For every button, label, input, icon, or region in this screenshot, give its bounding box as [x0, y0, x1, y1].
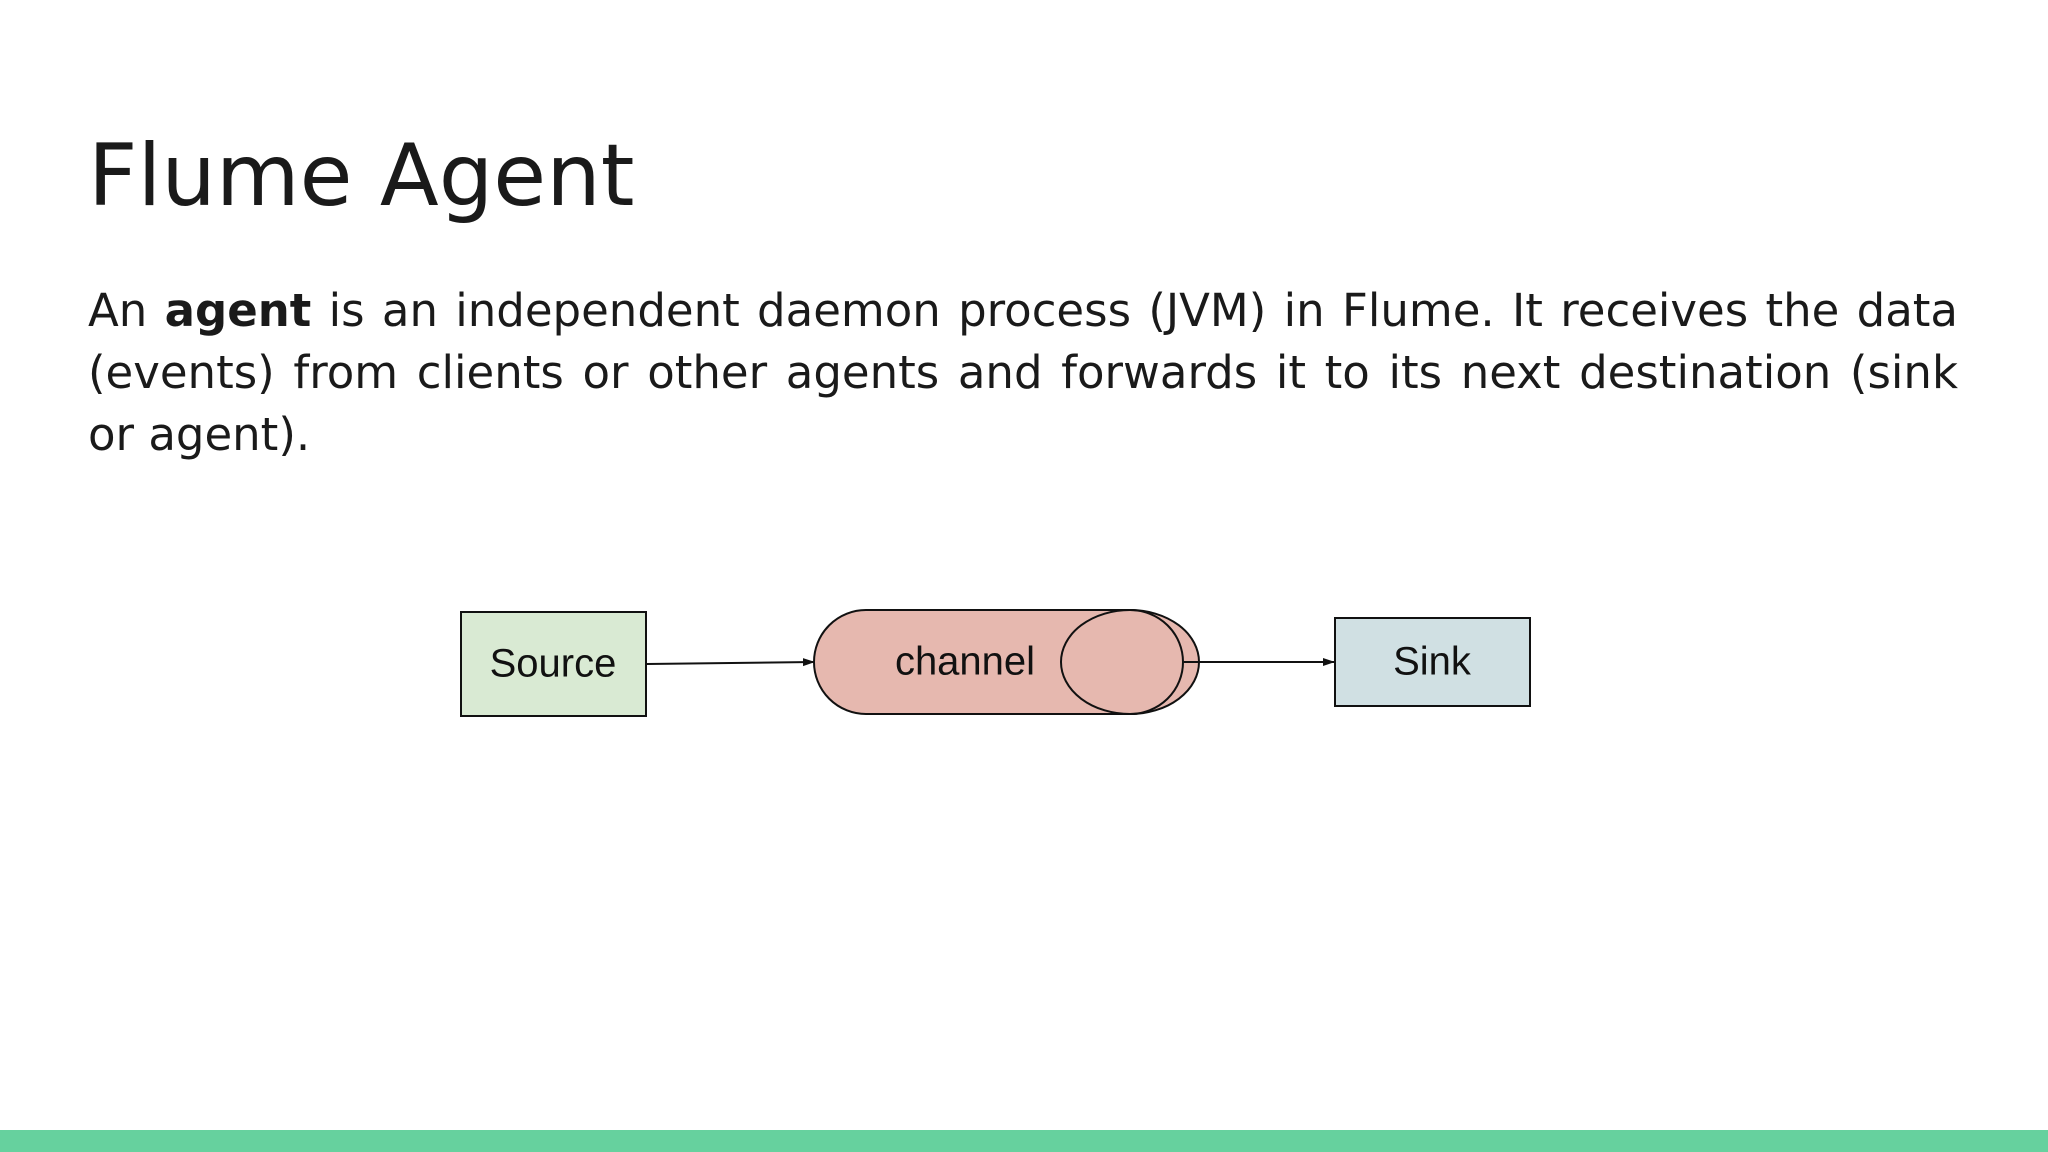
slide-title: Flume Agent — [88, 126, 635, 226]
bottom-accent-bar — [0, 1130, 2048, 1152]
body-text-suffix: is an independent daemon process (JVM) i… — [88, 284, 1958, 461]
body-text-bold-term: agent — [164, 284, 312, 337]
sink-box — [1334, 617, 1531, 707]
sink-node: Sink — [1334, 617, 1531, 707]
sink-label: Sink — [1393, 640, 1472, 684]
channel-label: channel — [895, 640, 1035, 684]
source-box — [460, 611, 647, 717]
body-text-prefix: An — [88, 284, 165, 337]
slide-body-text: An agent is an independent daemon proces… — [88, 280, 1958, 466]
source-label: Source — [490, 642, 617, 686]
channel-node: channel — [813, 609, 1200, 715]
channel-cylinder-cap — [1060, 609, 1200, 715]
source-node: Source — [460, 611, 647, 717]
edge-source-to-channel — [646, 658, 815, 667]
